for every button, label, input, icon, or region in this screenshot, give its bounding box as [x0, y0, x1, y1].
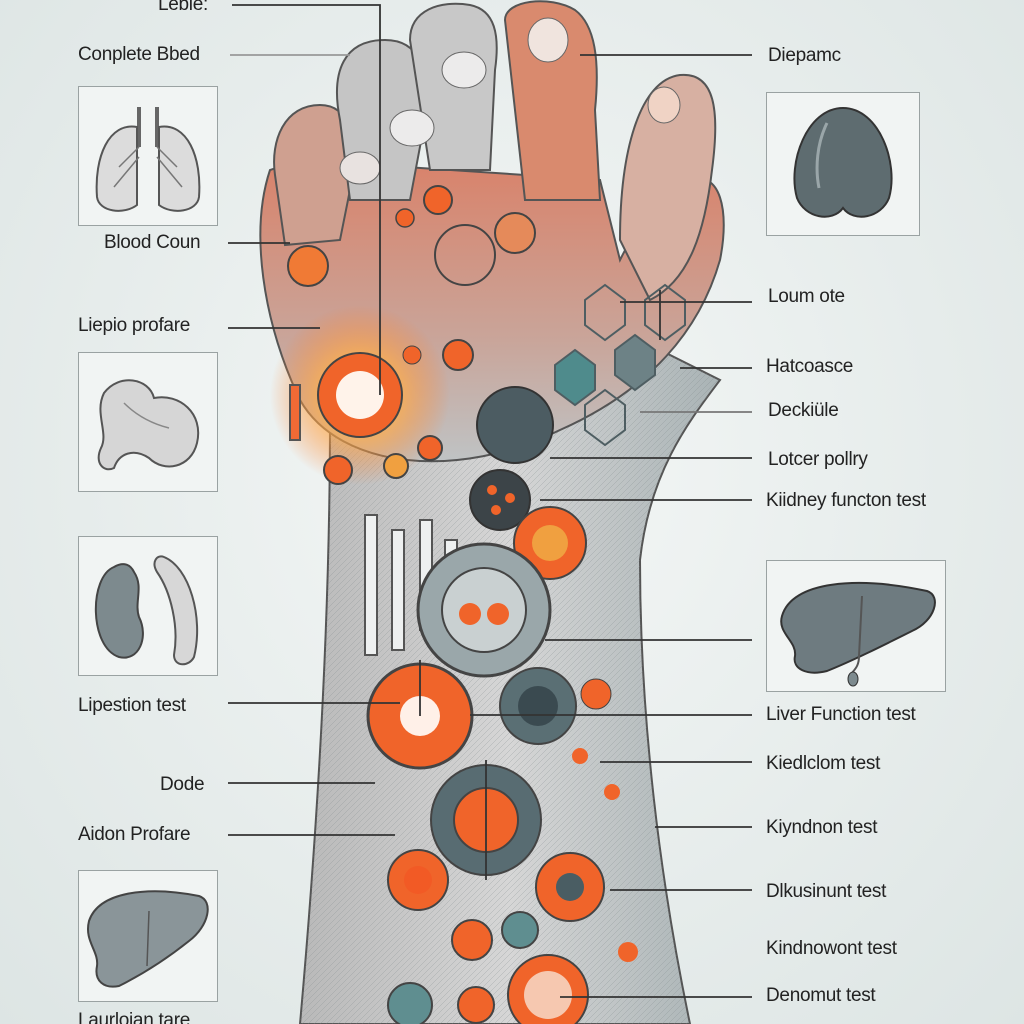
right-label: Kiedlclom test	[766, 753, 881, 774]
left-label: Conplete Bbed	[78, 44, 200, 65]
right-label: Kiyndnon test	[766, 817, 878, 838]
organ-card-heart	[766, 92, 920, 236]
left-label: Liepio profare	[78, 315, 190, 336]
left-label: Lipestion test	[78, 695, 186, 716]
heart-icon	[793, 106, 893, 218]
thumb	[618, 73, 717, 302]
organ-card-pancreas	[78, 352, 218, 492]
finger-little	[503, 0, 602, 201]
hexagon-grid	[554, 283, 686, 447]
liver-icon	[86, 890, 209, 988]
right-label: Loum ote	[768, 286, 845, 307]
right-label: Denomut test	[766, 985, 876, 1006]
right-label: Liver Function test	[766, 704, 916, 725]
pancreas-icon	[97, 379, 200, 471]
liver-icon	[780, 582, 936, 687]
left-label: Dode	[160, 774, 205, 795]
right-label: Kiidney functon test	[766, 490, 926, 511]
right-label: Kindnowont test	[766, 938, 897, 959]
organ-card-lungs	[78, 86, 218, 226]
left-label: Leble:	[158, 0, 208, 15]
organ-card-kidney	[78, 536, 218, 676]
right-label: Dlkusinunt test	[766, 881, 887, 902]
leader-lines	[228, 4, 752, 998]
kidney-icon	[94, 555, 199, 666]
organ-card-liver-right	[766, 560, 946, 692]
right-label: Lotcer pollry	[768, 449, 868, 470]
lungs-icon	[95, 107, 201, 212]
left-label: Aidon Profare	[78, 824, 191, 845]
right-label: Deckiüle	[768, 400, 839, 421]
right-label: Diepamc	[768, 45, 841, 66]
left-label: Laurloian tare	[78, 1010, 190, 1024]
left-label: Blood Coun	[104, 232, 201, 253]
finger-ring	[408, 2, 498, 171]
right-label: Hatcoasce	[766, 356, 854, 377]
organ-card-liver-bottom	[78, 870, 218, 1002]
